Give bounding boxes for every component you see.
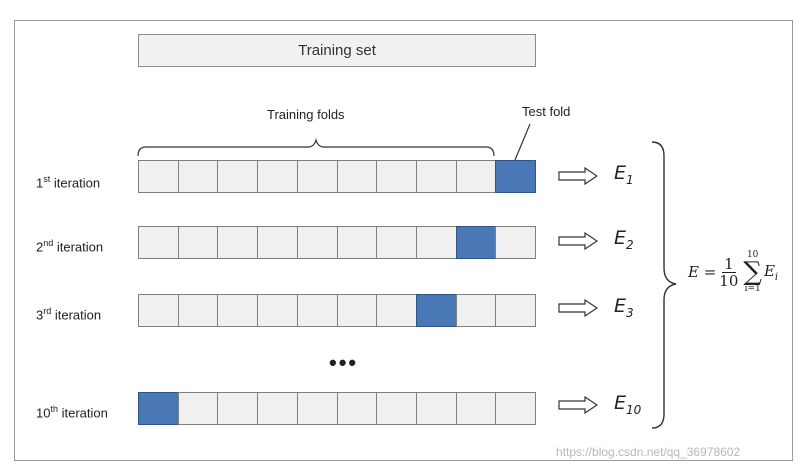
formula-term: Ei bbox=[763, 261, 779, 283]
formula-numerator: 1 bbox=[722, 254, 736, 273]
training-fold-cell bbox=[376, 392, 417, 425]
formula-lhs: E = bbox=[688, 263, 717, 281]
training-fold-cell bbox=[415, 226, 457, 259]
training-fold-cell bbox=[177, 226, 219, 259]
training-fold-cell bbox=[257, 226, 298, 259]
summary-brace bbox=[651, 141, 677, 429]
iteration-label-1: 1st iteration bbox=[36, 174, 101, 191]
iteration-label-2: 2nd iteration bbox=[36, 238, 104, 255]
training-fold-cell bbox=[217, 226, 259, 259]
training-fold-cell bbox=[257, 392, 298, 425]
training-fold-cell bbox=[138, 226, 179, 259]
sigma-icon: ∑ bbox=[743, 257, 762, 287]
training-fold-cell bbox=[217, 294, 259, 327]
sum-lower-limit: i=1 bbox=[744, 284, 761, 294]
training-fold-cell bbox=[336, 392, 378, 425]
folds-row-10 bbox=[138, 392, 537, 425]
training-fold-cell bbox=[455, 294, 497, 327]
arrow-icon bbox=[558, 299, 598, 317]
training-fold-cell bbox=[495, 226, 537, 259]
average-error-formula: E = 1 10 10 ∑ i=1 Ei bbox=[688, 250, 778, 294]
training-fold-cell bbox=[376, 294, 417, 327]
folds-row-3 bbox=[138, 294, 537, 327]
training-fold-cell bbox=[296, 160, 338, 193]
training-fold-cell bbox=[217, 392, 259, 425]
training-folds-brace bbox=[137, 137, 495, 157]
training-fold-cell bbox=[138, 294, 179, 327]
diagram-frame bbox=[14, 20, 793, 461]
summation: 10 ∑ i=1 bbox=[743, 250, 762, 294]
training-fold-cell bbox=[296, 294, 338, 327]
watermark: https://blog.csdn.net/qq_36978602 bbox=[556, 445, 741, 459]
training-folds-label: Training folds bbox=[267, 107, 345, 122]
test-fold-cell bbox=[415, 294, 457, 327]
training-fold-cell bbox=[177, 392, 219, 425]
training-fold-cell bbox=[257, 160, 298, 193]
training-fold-cell bbox=[415, 160, 457, 193]
folds-row-2 bbox=[138, 226, 537, 259]
training-fold-cell bbox=[376, 160, 417, 193]
test-fold-cell bbox=[455, 226, 497, 259]
training-fold-cell bbox=[296, 392, 338, 425]
training-set-box: Training set bbox=[138, 34, 536, 67]
training-fold-cell bbox=[495, 294, 537, 327]
error-label-10: E10 bbox=[614, 392, 642, 417]
training-fold-cell bbox=[495, 392, 537, 425]
test-fold-label: Test fold bbox=[522, 104, 571, 119]
training-fold-cell bbox=[138, 160, 179, 193]
folds-row-1 bbox=[138, 160, 537, 193]
iteration-label-10: 10th iteration bbox=[36, 404, 108, 421]
test-fold-cell bbox=[495, 160, 537, 193]
training-fold-cell bbox=[336, 294, 378, 327]
training-fold-cell bbox=[336, 226, 378, 259]
arrow-icon bbox=[558, 232, 598, 250]
arrow-icon bbox=[558, 167, 598, 185]
training-fold-cell bbox=[455, 160, 497, 193]
training-fold-cell bbox=[455, 392, 497, 425]
test-fold-pointer bbox=[514, 123, 531, 161]
training-fold-cell bbox=[415, 392, 457, 425]
arrow-icon bbox=[558, 396, 598, 414]
sum-upper-limit: 10 bbox=[746, 250, 759, 260]
ellipsis: ••• bbox=[329, 350, 359, 375]
training-fold-cell bbox=[217, 160, 259, 193]
training-fold-cell bbox=[177, 160, 219, 193]
iteration-label-3: 3rd iteration bbox=[36, 306, 102, 323]
training-fold-cell bbox=[336, 160, 378, 193]
training-fold-cell bbox=[257, 294, 298, 327]
training-fold-cell bbox=[376, 226, 417, 259]
formula-fraction: 1 10 bbox=[719, 256, 738, 289]
error-label-2: E2 bbox=[614, 227, 634, 252]
training-fold-cell bbox=[177, 294, 219, 327]
test-fold-cell bbox=[138, 392, 179, 425]
training-fold-cell bbox=[296, 226, 338, 259]
error-label-1: E1 bbox=[614, 162, 634, 187]
formula-denominator: 10 bbox=[719, 271, 739, 290]
error-label-3: E3 bbox=[614, 295, 634, 320]
